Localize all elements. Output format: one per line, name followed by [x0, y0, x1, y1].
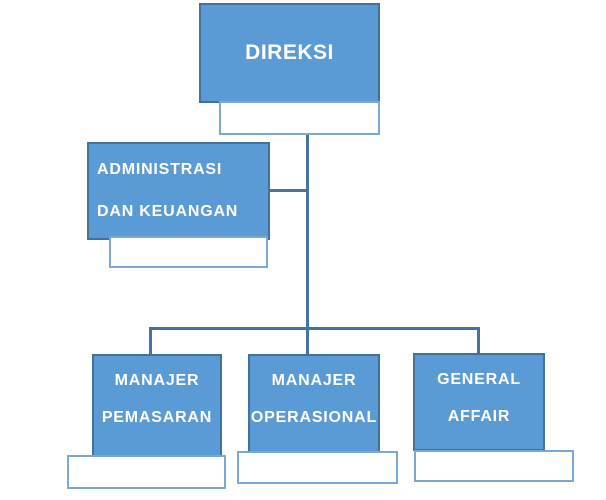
- org-node-administrasi-label-line2: DAN KEUANGAN: [97, 203, 239, 220]
- connector-administrasi-branch: [268, 189, 308, 192]
- org-node-manajer-pemasaran: MANAJER PEMASARAN: [92, 354, 222, 457]
- name-placeholder-general-affair: [414, 450, 574, 482]
- org-node-manajer-pemasaran-label-line1: MANAJER: [114, 372, 200, 389]
- org-node-manajer-pemasaran-label-line2: PEMASARAN: [101, 409, 213, 426]
- org-node-direksi: DIREKSI: [199, 3, 380, 103]
- connector-stub-pemasaran: [149, 327, 152, 354]
- org-node-administrasi-label-line1: ADMINISTRASI: [97, 161, 223, 178]
- org-node-manajer-operasional-label-line1: MANAJER: [271, 372, 357, 389]
- name-placeholder-administrasi: [109, 236, 268, 268]
- org-node-manajer-operasional-label-line2: OPERASIONAL: [250, 409, 378, 426]
- connector-direksi-vertical: [306, 134, 309, 354]
- org-node-administrasi: ADMINISTRASI DAN KEUANGAN: [87, 142, 270, 240]
- org-node-general-affair: GENERAL AFFAIR: [413, 353, 545, 451]
- org-node-manajer-operasional: MANAJER OPERASIONAL: [248, 354, 380, 453]
- name-placeholder-manajer-operasional: [237, 451, 398, 484]
- org-node-general-affair-label-line1: GENERAL: [437, 371, 521, 388]
- connector-stub-general-affair: [477, 327, 480, 353]
- connector-horizontal-bus: [149, 327, 480, 330]
- org-node-direksi-label: DIREKSI: [245, 41, 334, 64]
- name-placeholder-manajer-pemasaran: [67, 455, 226, 489]
- name-placeholder-direksi: [219, 101, 380, 135]
- org-node-general-affair-label-line2: AFFAIR: [447, 408, 511, 425]
